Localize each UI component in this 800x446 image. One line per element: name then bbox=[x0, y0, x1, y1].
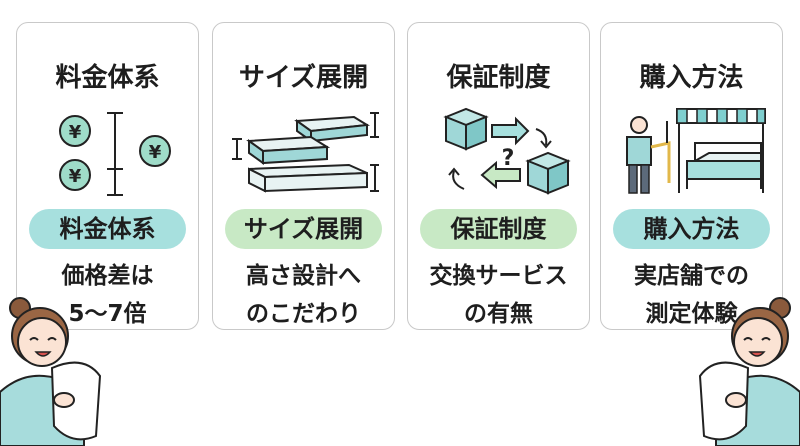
mattress-stack-icon bbox=[232, 112, 379, 193]
category-pill: 購入方法 bbox=[613, 209, 770, 249]
description-line: 高さ設計へ bbox=[246, 263, 361, 289]
description-line: の有無 bbox=[464, 301, 533, 327]
person-with-pillow-right bbox=[698, 297, 800, 446]
card-warranty: 保証制度 ? 保証制度 交換サービス の有無 bbox=[407, 22, 590, 330]
category-pill: 料金体系 bbox=[29, 209, 186, 249]
description-line: のこだわり bbox=[246, 301, 361, 327]
category-pill: サイズ展開 bbox=[225, 209, 382, 249]
card-size: サイズ展開 サイズ展開 高さ設計へ のこだわり bbox=[212, 22, 395, 330]
description-line: 価格差は bbox=[61, 263, 154, 289]
card-description: 実店舗での 測定体験 bbox=[601, 257, 782, 333]
card-description: 交換サービス の有無 bbox=[408, 257, 589, 333]
description-line: 交換サービス bbox=[429, 263, 568, 289]
yen-coins-icon: ¥ ¥ ¥ bbox=[59, 112, 171, 196]
card-title: 料金体系 bbox=[55, 63, 160, 93]
box-exchange-icon: ? bbox=[443, 107, 571, 195]
card-title: 購入方法 bbox=[639, 63, 744, 93]
coin-symbol: ¥ bbox=[149, 142, 162, 163]
coin-symbol: ¥ bbox=[69, 122, 82, 143]
question-mark: ? bbox=[502, 146, 515, 171]
card-title: 保証制度 bbox=[446, 63, 551, 93]
coin-symbol: ¥ bbox=[69, 166, 82, 187]
description-line: 実店舗での bbox=[634, 263, 749, 289]
category-pill: 保証制度 bbox=[420, 209, 577, 249]
card-title: サイズ展開 bbox=[238, 63, 369, 93]
store-bed-measure-icon bbox=[626, 108, 766, 194]
card-purchase: 購入方法 購入方法 実店舗での 測定体験 bbox=[600, 22, 783, 330]
description-line: 5〜7倍 bbox=[68, 301, 147, 327]
person-with-pillow-left bbox=[0, 297, 102, 446]
card-description: 価格差は 5〜7倍 bbox=[17, 257, 198, 333]
card-pricing: 料金体系 ¥ ¥ ¥ 料金体系 価格差は 5〜7倍 bbox=[16, 22, 199, 330]
description-line: 測定体験 bbox=[645, 301, 738, 327]
card-description: 高さ設計へ のこだわり bbox=[213, 257, 394, 333]
